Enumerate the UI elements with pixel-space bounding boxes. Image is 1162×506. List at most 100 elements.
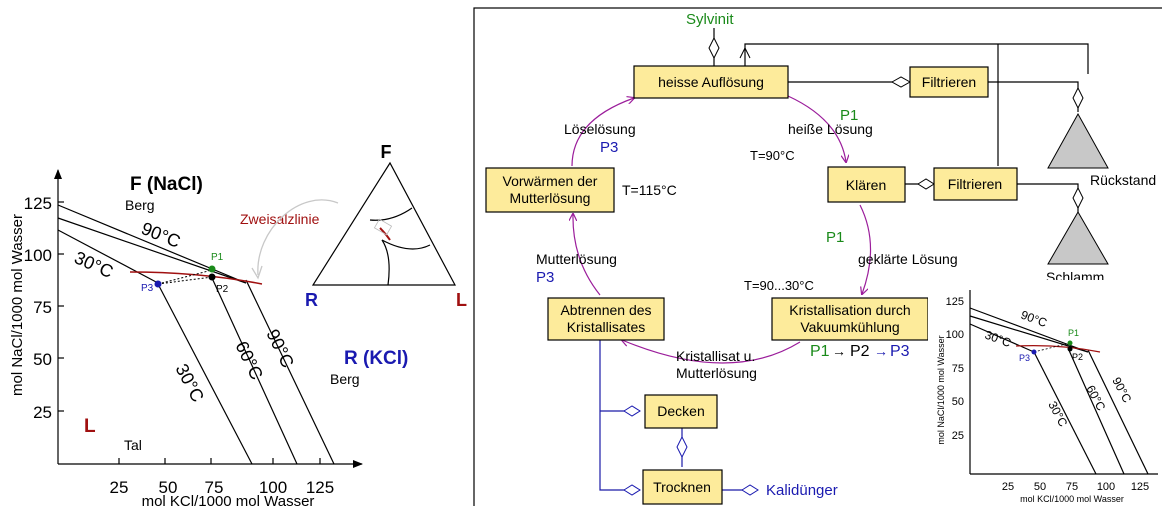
corner-sublabel-l: Tal [124,437,142,453]
y-tick-label: 50 [33,350,52,369]
box-label: Filtrieren [948,176,1002,192]
box-label: Klären [846,177,886,193]
small-x-tick: 75 [1066,481,1078,493]
corner-label-l: L [84,416,96,437]
box-kristallisation: Kristallisation durch Vakuumkühlung [771,297,929,341]
small-y-tick: 125 [946,296,964,308]
point-p3-label: P3 [141,283,154,294]
box-vorwaermen: Vorwärmen der Mutterlösung [485,167,615,213]
y-axis-title: mol NaCl/1000 mol Wasser [9,214,26,396]
box-label: Vakuumkühlung [800,319,899,335]
point-p2-label: P2 [216,284,229,295]
flow-connections [708,28,1089,212]
box-klaeren: Klären [827,166,906,203]
small-x-tick: 125 [1131,481,1149,493]
isotherm-30-upper [57,229,159,284]
small-p1: P1 [1068,328,1079,338]
box-filtrieren-1: Filtrieren [909,66,989,98]
isotherm-label: 60°C [231,338,267,383]
box-label: Vorwärmen der [503,173,598,189]
isotherm-mid-upper [57,217,247,284]
product-lines [599,340,759,496]
box-decken: Decken [644,394,718,429]
temp-label: T=90°C [750,148,795,163]
isotherm-label: 90°C [139,218,184,252]
small-y-tick: 50 [952,396,964,408]
stream-label: Löselösung [564,121,636,137]
sequence-p1: P1 [810,343,830,360]
triangle-label-r: R [305,290,318,310]
point-p2 [208,273,216,281]
sequence-p2: P2 [850,343,870,360]
small-y-tick: 100 [946,329,964,341]
left-phase-chart: 125 100 75 50 25 25 50 75 100 125 mol Na… [9,169,408,506]
x-tick-label: 125 [306,478,334,497]
stream-label: Kristallisat u. [676,348,755,364]
point-p3 [154,280,162,288]
box-trocknen: Trocknen [642,469,723,505]
ternary-triangle: F R L [305,142,467,310]
kalidunger-label: Kalidünger [766,482,838,499]
isotherm-30-lower [157,283,253,465]
point-p1-label: P1 [211,252,224,263]
x-tick-label: 50 [159,478,178,497]
box-label: Decken [657,403,704,419]
rueckstand-label: Rückstand [1090,172,1156,188]
small-x-title: mol KCl/1000 mol Wasser [1020,494,1124,504]
box-label: Kristallisation durch [789,302,910,318]
temp-label: T=90...30°C [744,278,814,293]
x-tick-label: 25 [110,478,129,497]
stream-label: Mutterlösung [536,251,617,267]
corner-sublabel-f: Berg [125,197,155,213]
small-x-tick: 100 [1097,481,1115,493]
stream-label: geklärte Lösung [858,251,958,267]
small-phase-chart: 125 100 75 50 25 25 50 75 100 125 mol Na… [928,280,1158,506]
small-x-tick: 50 [1034,481,1046,493]
rueckstand-pile [1047,112,1109,169]
box-heisse-aufloesung: heisse Auflösung [633,65,789,99]
stream-point: P1 [826,229,844,246]
stream-label: heiße Lösung [788,121,873,137]
isotherm-label: 30°C [171,360,208,405]
sequence-arrow: → [832,343,846,359]
y-tick-label: 75 [33,298,52,317]
y-tick-label: 25 [33,403,52,422]
point-p1 [208,265,216,273]
corner-sublabel-r: Berg [330,371,360,387]
box-abtrennen: Abtrennen des Kristallisates [547,297,665,341]
small-x-tick: 25 [1002,481,1014,493]
box-label: Kristallisates [567,319,646,335]
stream-label: Mutterlösung [676,365,757,381]
corner-label-r: R (KCl) [344,348,408,369]
temp-label: T=115°C [622,182,677,198]
x-tick-label: 75 [205,478,224,497]
small-y-tick: 25 [952,430,964,442]
triangle-label-f: F [381,142,392,162]
zweisalz-line [129,271,263,285]
stream-point: P1 [840,107,858,124]
triangle-label-l: L [456,290,467,310]
schlamm-pile [1047,210,1109,265]
mother-liquor-cycle [572,95,872,364]
isotherm-90-lower [245,279,335,465]
sylvinit-label: Sylvinit [686,11,734,28]
x-axis-title: mol KCl/1000 mol Wasser [142,493,315,506]
stream-point: P3 [536,269,554,286]
x-tick-label: 100 [259,478,287,497]
isotherm-60-lower [211,277,298,465]
sequence-arrow: → [874,343,888,359]
y-tick-label: 125 [24,194,52,213]
box-label: Trocknen [653,479,711,495]
box-label: Filtrieren [922,74,976,90]
small-y-tick: 75 [952,363,964,375]
isotherm-label: 30°C [71,247,116,282]
box-label: Abtrennen des [560,302,651,318]
box-filtrieren-2: Filtrieren [933,167,1018,201]
small-p2: P2 [1072,352,1083,362]
box-label: heisse Auflösung [658,74,764,90]
small-y-title: mol NaCl/1000 mol Wasser [936,335,946,444]
small-p3: P3 [1019,353,1030,363]
y-tick-label: 100 [24,246,52,265]
sequence-p3: P3 [890,343,910,360]
